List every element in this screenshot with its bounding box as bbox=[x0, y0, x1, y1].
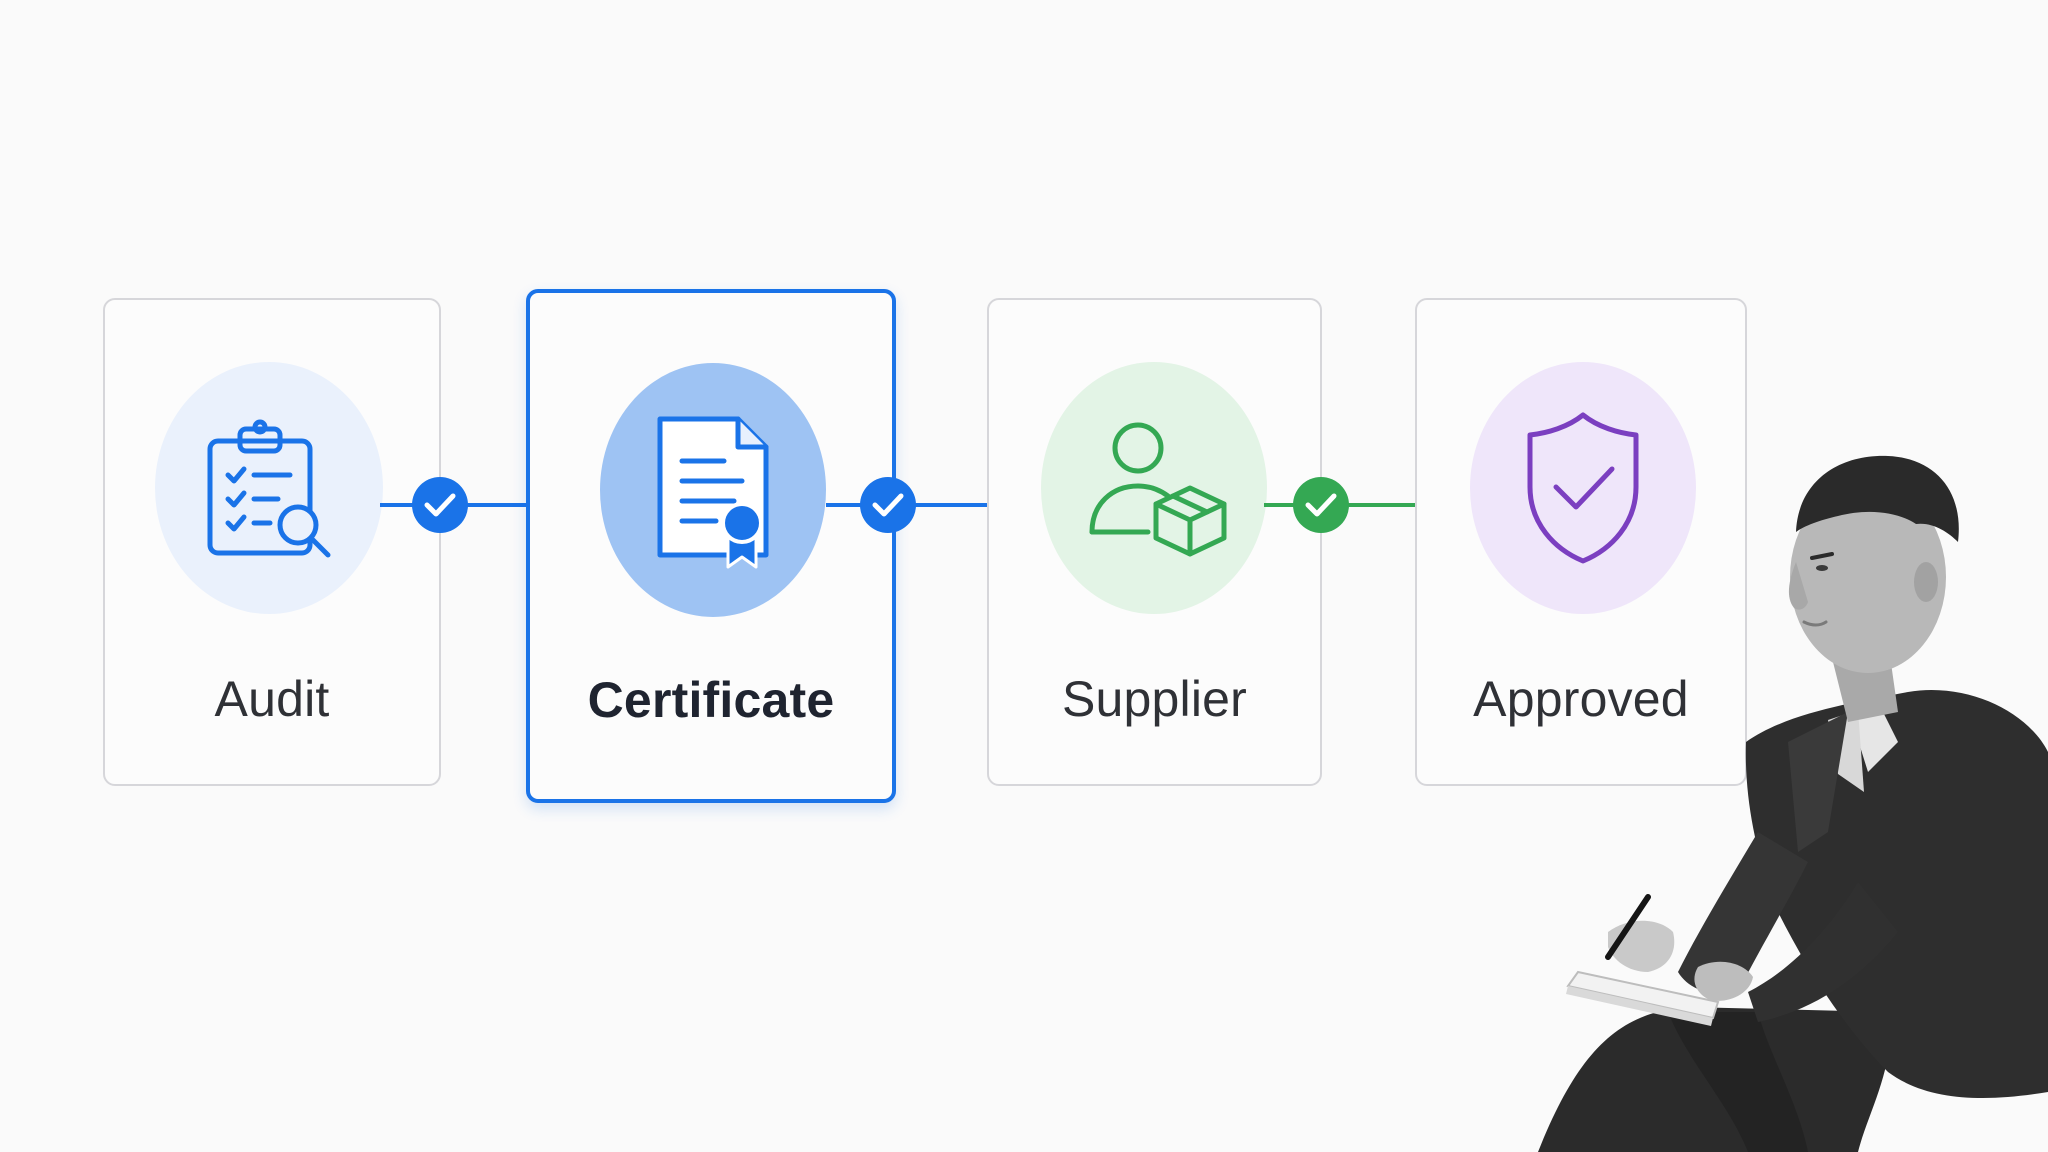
step-card-approved: Approved bbox=[1415, 298, 1747, 786]
step-card-supplier: Supplier bbox=[987, 298, 1322, 786]
step-icon-circle-audit bbox=[155, 362, 383, 614]
clipboard-checklist-search-icon bbox=[207, 419, 331, 558]
step-icon-circle-approved bbox=[1470, 362, 1696, 614]
step-card-certificate[interactable]: Certificate bbox=[526, 289, 896, 803]
step-label-approved: Approved bbox=[1473, 671, 1689, 727]
step-icon-circle-certificate bbox=[600, 363, 826, 617]
step-icon-circle-supplier bbox=[1041, 362, 1267, 614]
shield-check-icon bbox=[1527, 412, 1639, 564]
step-label-certificate: Certificate bbox=[587, 672, 835, 728]
businessman-observer-image bbox=[1538, 455, 2048, 1152]
step-card-audit: Audit bbox=[103, 298, 441, 786]
step-label-audit: Audit bbox=[214, 671, 330, 727]
certificate-ribbon-icon bbox=[657, 416, 769, 569]
connector-supplier-to-approved bbox=[1264, 477, 1466, 533]
person-package-icon bbox=[1089, 422, 1227, 557]
step-label-supplier: Supplier bbox=[1061, 671, 1248, 727]
